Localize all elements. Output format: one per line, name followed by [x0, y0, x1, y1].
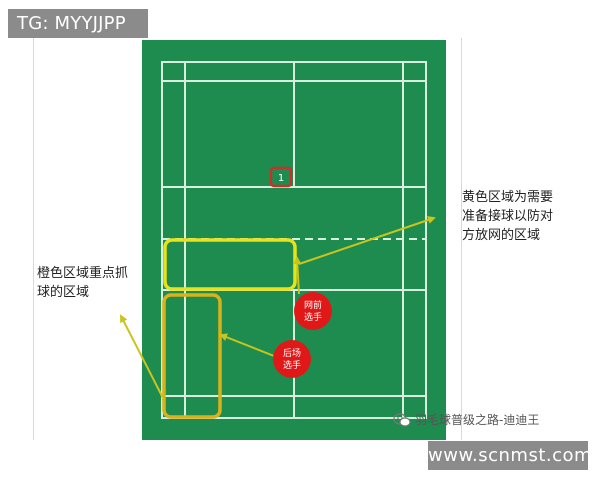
right-divider	[461, 38, 462, 440]
yellow-zone-annotation: 黄色区域为需要 准备接球以防对 方放网的区域	[462, 188, 572, 245]
yellow-zone-annotation-line3: 方放网的区域	[462, 228, 541, 243]
back-player-badge	[273, 340, 311, 378]
front-player-badge	[294, 292, 332, 330]
front-zone-highlight	[163, 238, 297, 291]
front-player-label-line2: 选手	[304, 311, 322, 323]
arrow-to-orange-annotation	[120, 314, 164, 399]
top-tag: TG: MYYJJPP	[8, 9, 148, 38]
arrow-to-yellow-annotation	[298, 216, 436, 265]
bottom-tag: www.scnmst.com	[428, 441, 592, 470]
watermark: 羽毛球普级之路-迪迪王	[393, 411, 539, 428]
back-player-label-line1: 后场	[283, 348, 301, 359]
left-divider	[33, 38, 34, 440]
orange-zone-annotation: 橙色区域重点抓 球的区域	[37, 264, 147, 302]
watermark-text: 羽毛球普级之路-迪迪王	[415, 413, 540, 427]
player-marker-box	[269, 166, 293, 188]
back-zone-highlight	[162, 293, 222, 419]
orange-zone-annotation-line1: 橙色区域重点抓	[37, 266, 129, 281]
arrow-yellow-to-front-zone	[293, 256, 302, 295]
yellow-zone-annotation-line2: 准备接球以防对	[462, 209, 554, 224]
back-player-label-line2: 选手	[283, 359, 301, 371]
yellow-zone-annotation-line1: 黄色区域为需要	[462, 190, 554, 205]
orange-zone-annotation-line2: 球的区域	[37, 285, 90, 300]
player-marker-label: 1	[278, 173, 284, 184]
wechat-icon	[393, 412, 411, 427]
front-player-label-line1: 网前	[304, 299, 322, 311]
arrow-back-player-to-zone	[219, 333, 275, 357]
